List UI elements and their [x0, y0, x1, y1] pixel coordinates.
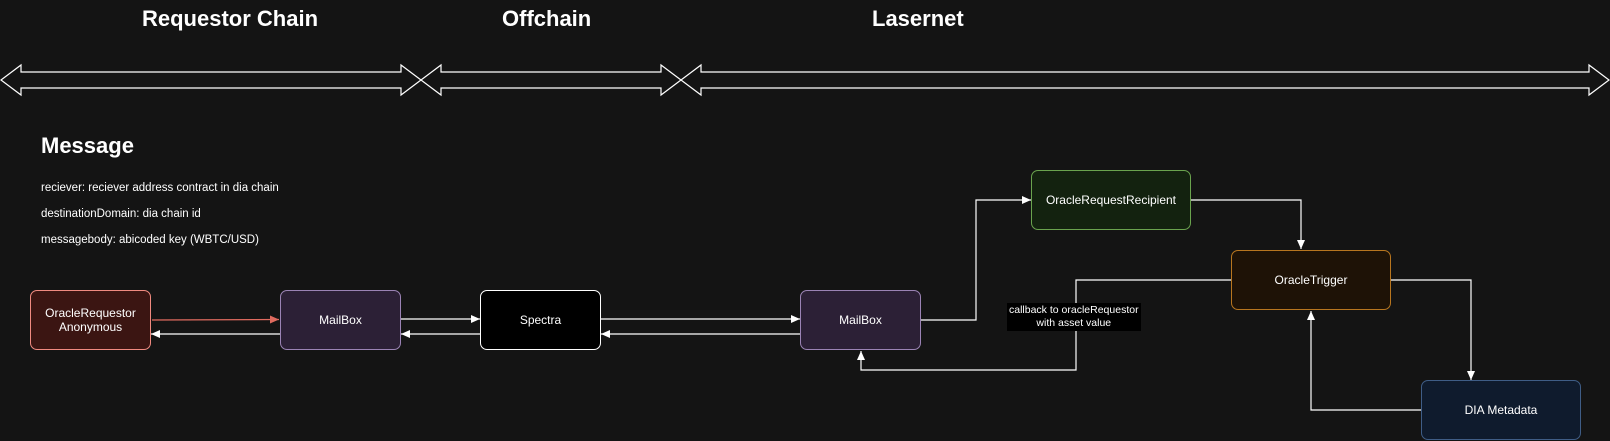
edge-requestor-to-mailbox: [151, 315, 280, 324]
message-line-receiver: reciever: reciever address contract in d…: [41, 182, 279, 194]
edge-callback-to-mailbox: [857, 279, 1231, 371]
section-title-requestor-chain: Requestor Chain: [142, 6, 319, 31]
node-oracle-request-recipient[interactable]: OracleRequestRecipient: [1031, 170, 1191, 230]
node-oracle-requestor-sublabel: Anonymous: [58, 320, 123, 334]
node-spectra-label: Spectra: [519, 313, 562, 327]
message-line-destination-domain: destinationDomain: dia chain id: [41, 208, 201, 220]
node-mailbox-lasernet-label: MailBox: [839, 313, 882, 327]
requestor-chain-span-arrow: [0, 63, 422, 97]
message-line-messagebody: messagebody: abicoded key (WBTC/USD): [41, 234, 259, 246]
node-oracle-requestor[interactable]: OracleRequestor Anonymous: [30, 290, 151, 350]
edge-dia-to-trigger: [1307, 311, 1421, 411]
node-dia-metadata[interactable]: DIA Metadata: [1421, 380, 1581, 440]
node-oracle-request-recipient-label: OracleRequestRecipient: [1045, 193, 1177, 207]
node-mailbox-requestor-label: MailBox: [319, 313, 362, 327]
node-dia-metadata-label: DIA Metadata: [1464, 403, 1538, 417]
edge-label-callback-line2: with asset value: [1036, 317, 1112, 329]
node-spectra[interactable]: Spectra: [480, 290, 601, 350]
node-oracle-requestor-label: OracleRequestor: [45, 306, 136, 320]
edge-label-callback-line1: callback to oracleRequestor: [1009, 304, 1139, 316]
edge-label-callback: callback to oracleRequestor with asset v…: [1007, 303, 1141, 331]
node-oracle-trigger-label: OracleTrigger: [1274, 273, 1348, 287]
offchain-span-arrow: [420, 63, 682, 97]
message-title: Message: [41, 133, 134, 158]
edge-trigger-to-dia: [1391, 279, 1475, 380]
node-mailbox-requestor[interactable]: MailBox: [280, 290, 401, 350]
section-title-lasernet: Lasernet: [872, 6, 964, 31]
edge-recipient-to-trigger: [1191, 199, 1305, 249]
section-title-offchain: Offchain: [502, 6, 592, 31]
lasernet-span-arrow: [680, 63, 1610, 97]
edge-mailbox-to-recipient: [921, 196, 1031, 321]
node-oracle-trigger[interactable]: OracleTrigger: [1231, 250, 1391, 310]
node-mailbox-lasernet[interactable]: MailBox: [800, 290, 921, 350]
